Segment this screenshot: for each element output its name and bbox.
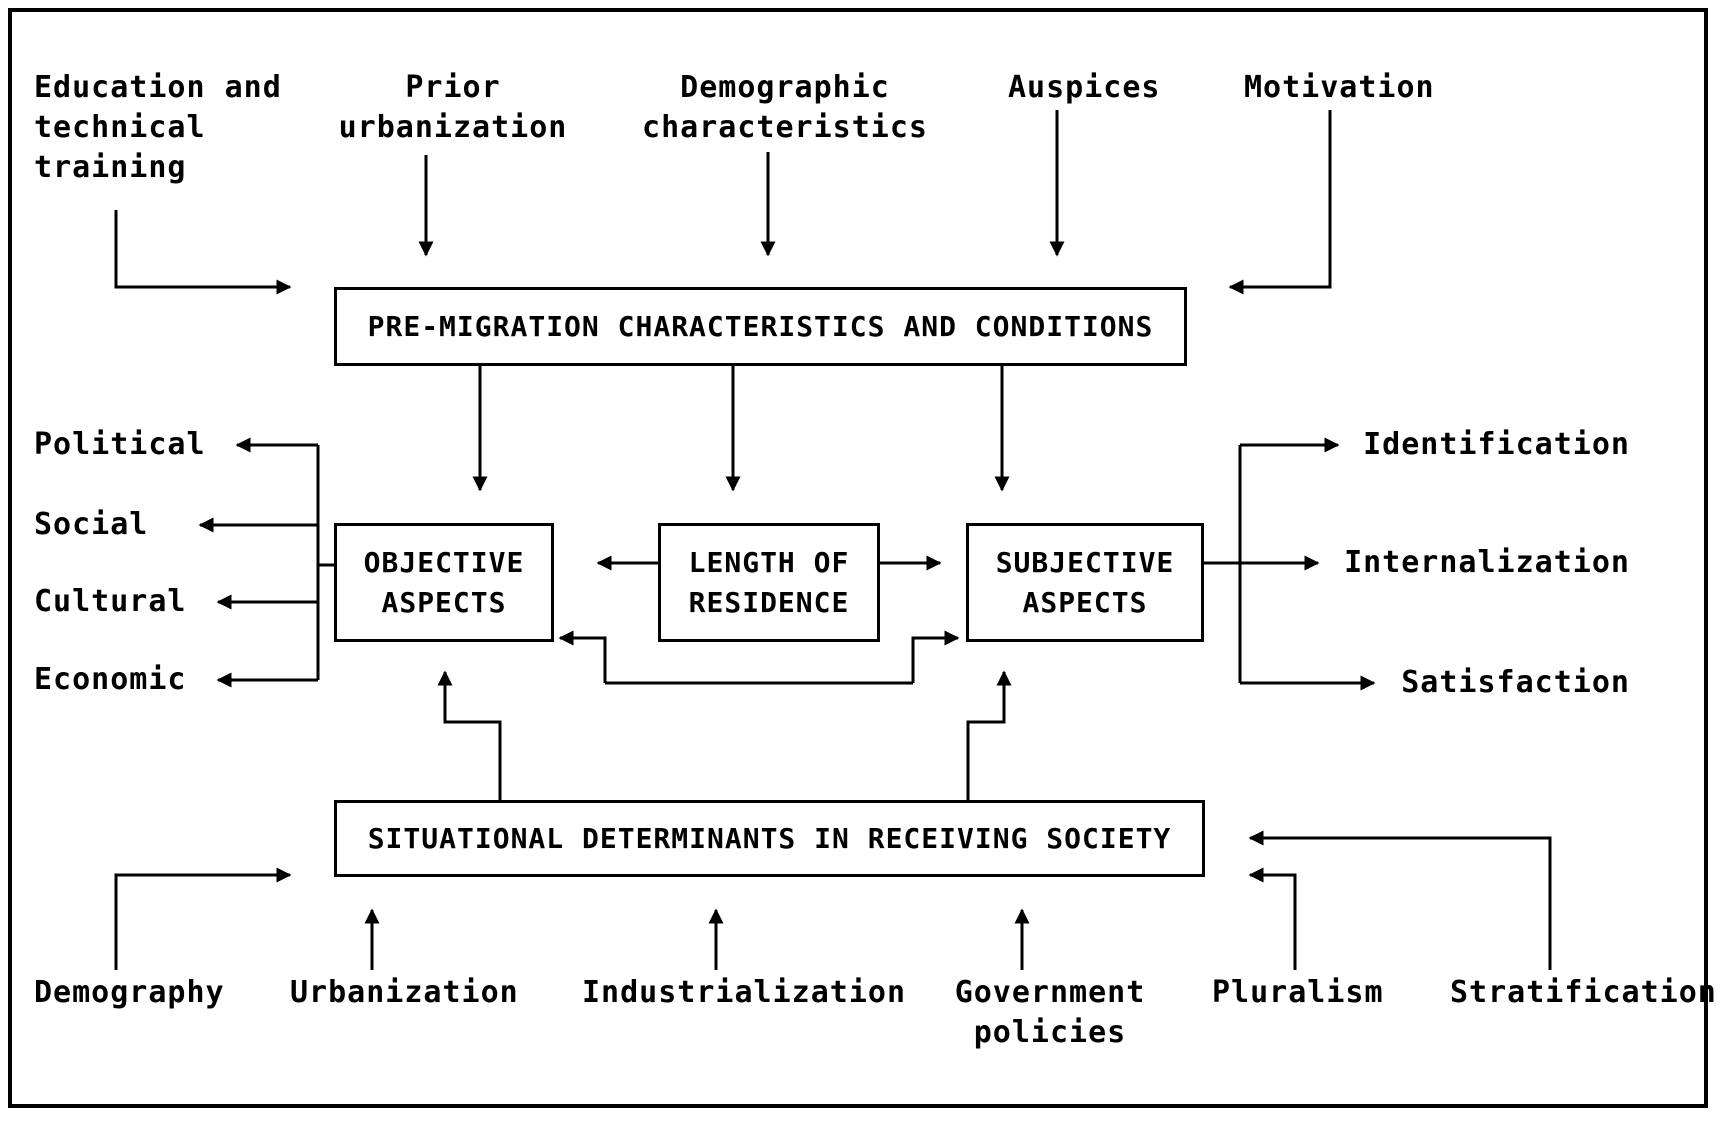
label-pluralism: Pluralism <box>1212 975 1384 1010</box>
arrow-demography-to-situational <box>114 867 292 970</box>
box-situational-determinants: SITUATIONAL DETERMINANTS IN RECEIVING SO… <box>334 800 1205 877</box>
label-auspices: Auspices <box>1008 70 1161 105</box>
box-pre-migration: PRE-MIGRATION CHARACTERISTICS AND CONDIT… <box>334 287 1187 366</box>
label-industrialization: Industrialization <box>582 975 907 1010</box>
label-political: Political <box>34 427 206 462</box>
box-subjective-aspects: SUBJECTIVE ASPECTS <box>966 523 1204 642</box>
label-identification: Identification <box>1363 427 1630 462</box>
diagram-frame <box>8 8 1708 1108</box>
label-motivation: Motivation <box>1244 70 1435 105</box>
arrow-motivation-to-pre <box>1228 110 1332 295</box>
label-internalization: Internalization <box>1344 545 1630 580</box>
arrow-bottom-loop-subjective <box>911 630 960 683</box>
label-education: Education and technical training <box>34 70 282 185</box>
label-social: Social <box>34 507 149 542</box>
label-satisfaction: Satisfaction <box>1401 665 1630 700</box>
arrow-situational-to-subjective <box>966 670 1012 800</box>
label-demography: Demography <box>34 975 225 1010</box>
label-stratification: Stratification <box>1450 975 1717 1010</box>
arrow-stratification-to-situational <box>1248 830 1552 970</box>
label-demographic-characteristics: Demographic characteristics <box>642 70 928 145</box>
label-urbanization: Urbanization <box>290 975 519 1010</box>
arrow-situational-to-objective <box>437 670 502 800</box>
label-cultural: Cultural <box>34 584 187 619</box>
arrow-bottom-loop-objective <box>558 630 607 683</box>
box-objective-aspects: OBJECTIVE ASPECTS <box>334 523 554 642</box>
label-economic: Economic <box>34 662 187 697</box>
label-prior-urbanization: Prior urbanization <box>338 70 568 145</box>
label-government-policies: Government policies <box>954 975 1146 1050</box>
box-length-of-residence: LENGTH OF RESIDENCE <box>658 523 880 642</box>
arrow-pluralism-to-situational <box>1248 867 1297 970</box>
arrow-education-to-pre <box>114 210 292 295</box>
